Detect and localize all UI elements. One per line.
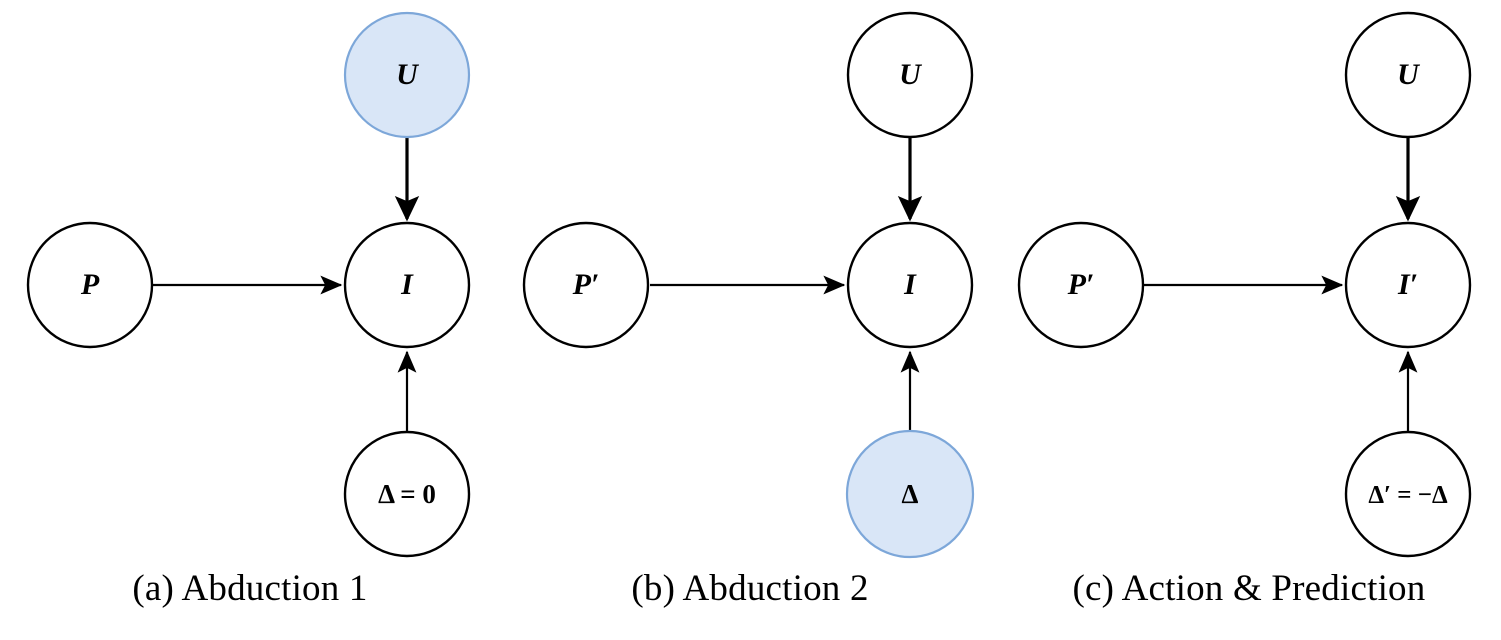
node-i-label: I: [400, 268, 414, 301]
node-u-label: U: [899, 58, 922, 91]
node-i[interactable]: [343, 221, 471, 349]
node-delta-prime[interactable]: [1344, 430, 1472, 558]
node-i[interactable]: [846, 221, 974, 349]
panel-action-prediction: U P′ I′ Δ′ = −Δ (c) Action & Prediction: [1001, 0, 1501, 640]
node-p-prime-label: P′: [1067, 268, 1095, 301]
node-u[interactable]: [343, 11, 471, 139]
panel-a-caption: (a) Abduction 1: [132, 568, 368, 609]
node-i-prime-label: I′: [1397, 268, 1418, 301]
node-delta-prime-label: Δ′ = −Δ: [1368, 482, 1448, 509]
node-delta[interactable]: [343, 430, 471, 558]
panel-c-caption: (c) Action & Prediction: [1072, 568, 1426, 609]
node-delta-label: Δ = 0: [378, 479, 436, 509]
panel-c-graph: U P′ I′ Δ′ = −Δ: [1017, 11, 1472, 558]
node-delta-label: Δ: [902, 479, 919, 509]
panel-b-caption: (b) Abduction 2: [631, 568, 869, 609]
node-u-label: U: [396, 58, 419, 91]
node-i-prime[interactable]: [1344, 221, 1472, 349]
node-delta[interactable]: [845, 429, 975, 559]
panel-abduction-2: U P′ I Δ (b) Abduction 2: [500, 0, 1000, 640]
node-p[interactable]: [26, 221, 154, 349]
node-u-label: U: [1397, 58, 1420, 91]
node-i-label: I: [903, 268, 917, 301]
node-p-prime[interactable]: [1017, 221, 1145, 349]
node-u[interactable]: [846, 11, 974, 139]
panel-b-graph: U P′ I Δ: [522, 11, 975, 559]
panel-a-graph: U P I Δ = 0: [26, 11, 471, 558]
node-p-prime[interactable]: [522, 221, 650, 349]
node-p-prime-label: P′: [572, 268, 600, 301]
node-p-label: P: [80, 268, 100, 301]
panel-abduction-1: U P I Δ = 0 (a) Abduction 1: [0, 0, 500, 640]
node-u[interactable]: [1344, 11, 1472, 139]
